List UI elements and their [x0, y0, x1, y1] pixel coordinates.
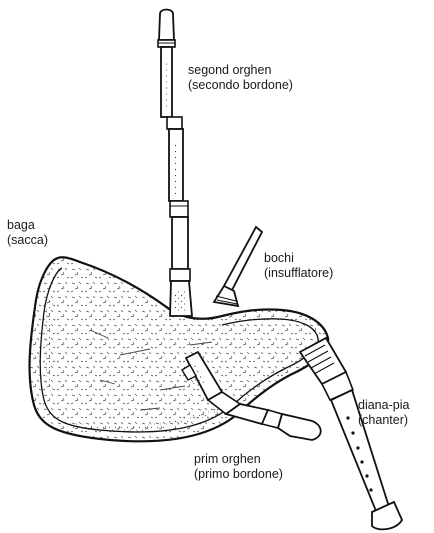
label-segond-orghen: segond orghen (secondo bordone) [188, 63, 293, 93]
label-diana-pia: diana-pia (chanter) [358, 398, 409, 428]
second-drone [158, 10, 192, 317]
blowpipe [214, 227, 262, 306]
label-bochi: bochi (insufflatore) [264, 251, 333, 281]
label-diana-pia-name: diana-pia [358, 398, 409, 413]
label-prim-orghen-name: prim orghen [194, 452, 283, 467]
label-prim-orghen-translation: (primo bordone) [194, 467, 283, 482]
label-segond-orghen-name: segond orghen [188, 63, 293, 78]
label-baga-translation: (sacca) [7, 233, 48, 248]
label-diana-pia-translation: (chanter) [358, 413, 409, 428]
label-bochi-name: bochi [264, 251, 333, 266]
label-prim-orghen: prim orghen (primo bordone) [194, 452, 283, 482]
label-segond-orghen-translation: (secondo bordone) [188, 78, 293, 93]
label-baga: baga (sacca) [7, 218, 48, 248]
label-baga-name: baga [7, 218, 48, 233]
label-bochi-translation: (insufflatore) [264, 266, 333, 281]
